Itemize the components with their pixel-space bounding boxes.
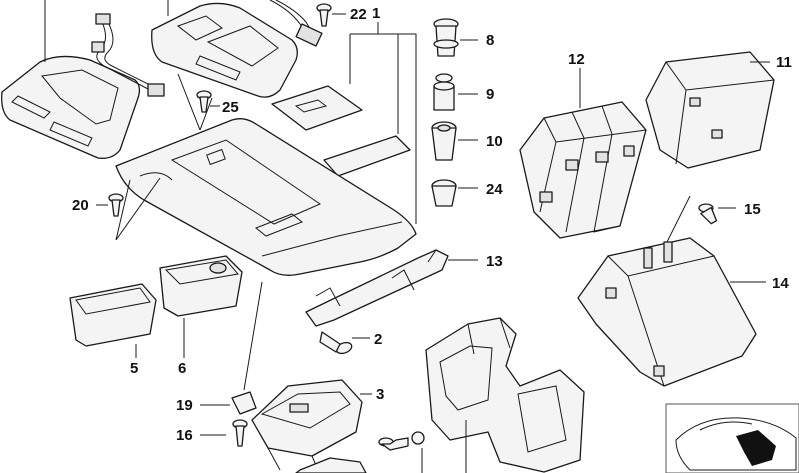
center-console-main <box>115 118 417 276</box>
callout-1: 1 <box>372 5 380 22</box>
storage-box-6: 6 <box>159 255 243 377</box>
lighter-insert-9: 9 <box>433 73 494 111</box>
highlight-location-marker <box>736 430 776 466</box>
callout-24: 24 <box>486 181 503 198</box>
leader-1 <box>349 33 417 224</box>
cable-assembly <box>269 0 323 47</box>
mounting-frame <box>425 317 585 473</box>
callout-22: 22 <box>350 6 367 23</box>
callout-9: 9 <box>486 86 494 103</box>
switch-block-12: 12 <box>519 51 647 239</box>
callout-25: 25 <box>222 99 239 116</box>
callout-5: 5 <box>130 360 138 377</box>
callout-15: 15 <box>744 201 761 218</box>
socket-ring-24: 24 <box>431 179 503 207</box>
screw-22: 22 <box>316 3 367 27</box>
wire-harness <box>91 13 165 97</box>
control-module-14: 14 <box>577 237 789 387</box>
callout-14: 14 <box>772 275 789 292</box>
callout-3: 3 <box>376 386 384 403</box>
callout-2: 2 <box>374 331 382 348</box>
callout-13: 13 <box>486 253 503 270</box>
callout-20: 20 <box>72 197 89 214</box>
vehicle-location-inset <box>665 403 799 473</box>
callout-8: 8 <box>486 32 494 49</box>
shift-trim-panel-left <box>1 0 141 159</box>
shift-trim-panel-center <box>151 0 298 98</box>
callout-16: 16 <box>176 427 193 444</box>
bolt-bottom <box>378 431 425 473</box>
callout-19: 19 <box>176 397 193 414</box>
screw-15: 15 <box>661 195 761 253</box>
lighter-plug-8: 8 <box>433 18 494 57</box>
cover-plate-lower <box>323 135 411 177</box>
console-base-3: 3 <box>251 379 384 471</box>
control-module-11: 11 <box>645 51 792 169</box>
callout-12: 12 <box>568 51 585 68</box>
clip-19: 19 <box>176 281 263 415</box>
cover-plate-upper <box>271 85 363 131</box>
callout-10: 10 <box>486 133 503 150</box>
screw-16: 16 <box>176 419 248 447</box>
storage-tray-5: 5 <box>69 283 157 377</box>
screw-2: 2 <box>319 331 382 355</box>
callout-11: 11 <box>776 54 792 71</box>
bottom-panel <box>295 457 367 473</box>
callout-6: 6 <box>178 360 186 377</box>
bracket-13: 13 <box>305 249 503 327</box>
screw-20: 20 <box>72 177 161 241</box>
screw-25: 25 <box>177 73 239 131</box>
lighter-socket-10: 10 <box>431 121 503 161</box>
